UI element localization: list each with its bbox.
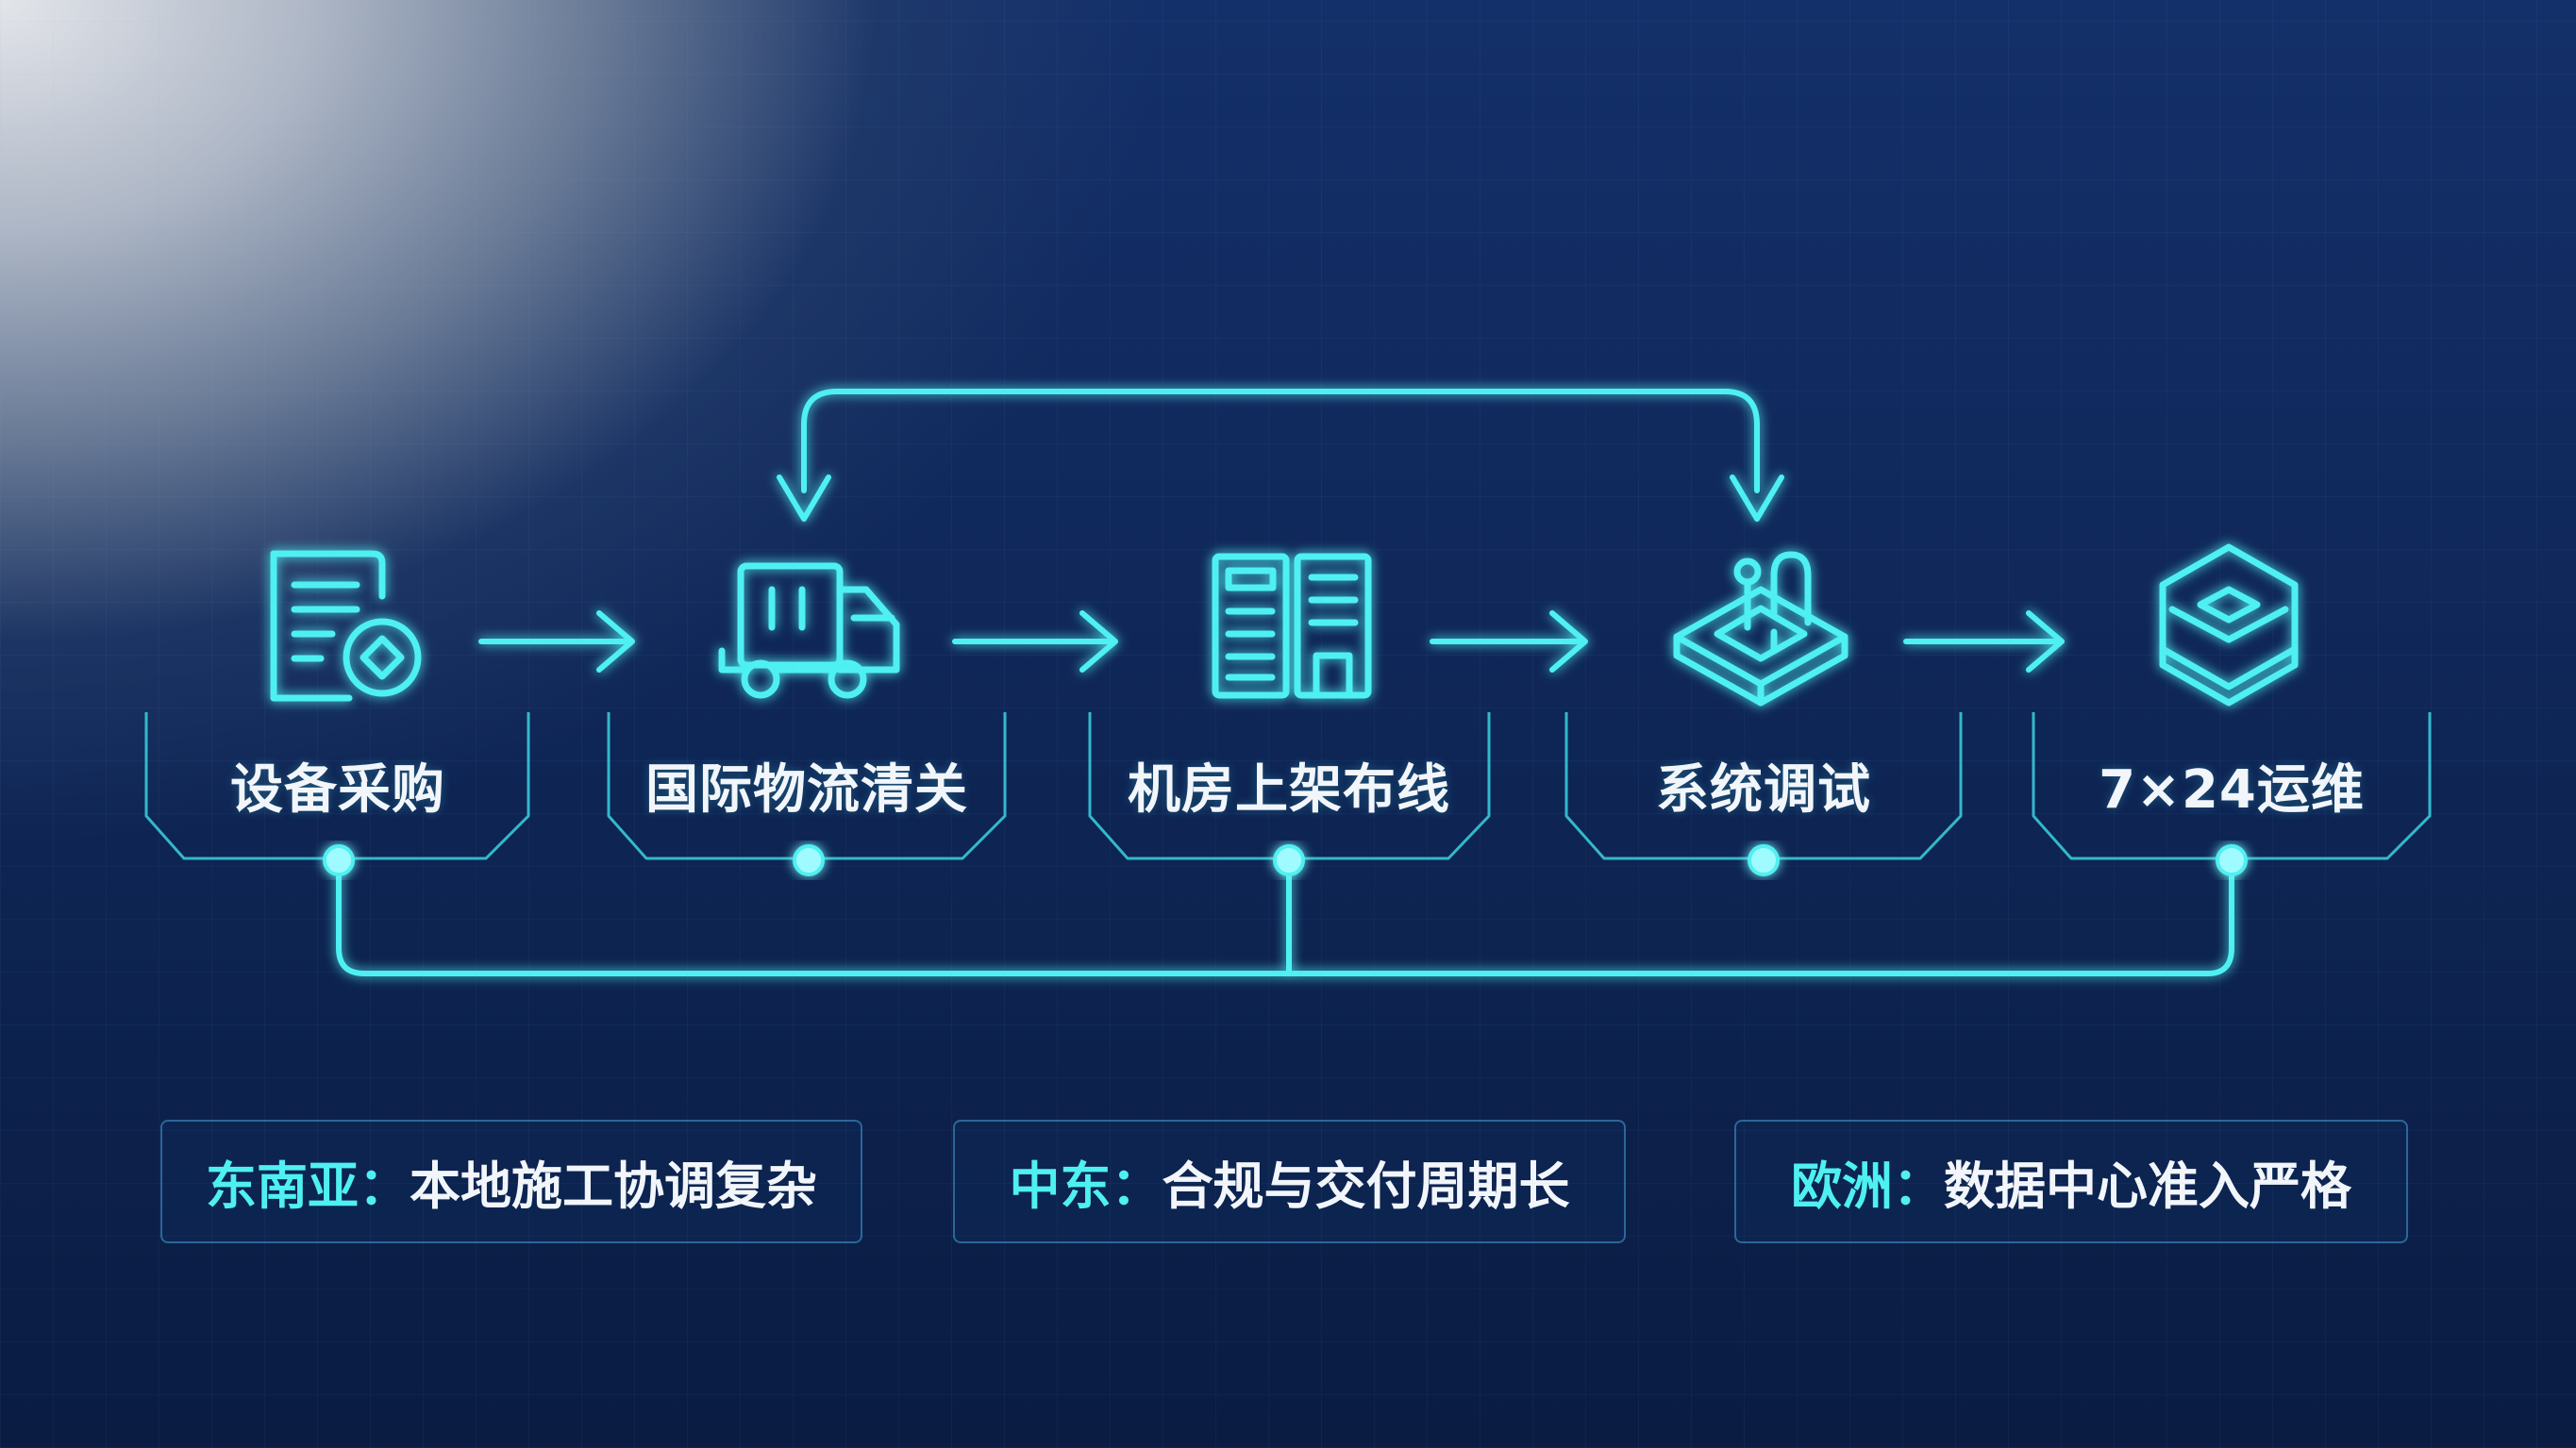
- challenge-box-europe: 欧洲：数据中心准入严格: [1734, 1120, 2408, 1243]
- step-label-5: 7×24运维: [2099, 759, 2365, 821]
- step-dot-2: [793, 844, 825, 876]
- operations-cube-icon: [2159, 543, 2299, 707]
- truck-icon: [718, 562, 900, 699]
- procurement-document-icon: [270, 550, 422, 702]
- challenge-box-southeast-asia: 东南亚：本地施工协调复杂: [160, 1120, 862, 1243]
- feedback-loop-arrow: [801, 389, 1760, 493]
- debug-joystick-icon: [1673, 551, 1848, 707]
- step-dot-4: [1748, 844, 1780, 876]
- flow-arrow-1: [478, 610, 635, 673]
- challenge-box-middle-east: 中东：合规与交付周期长: [953, 1120, 1626, 1243]
- bottom-connector-bus: [336, 857, 2234, 976]
- challenge-region: 欧洲: [1791, 1157, 1893, 1216]
- challenge-text: 数据中心准入严格: [1944, 1157, 2351, 1216]
- step-label-3: 机房上架布线: [1128, 759, 1450, 821]
- challenge-separator: ：: [1893, 1157, 1944, 1216]
- step-dot-5: [2216, 844, 2248, 876]
- step-dot-3: [1273, 844, 1305, 876]
- step-dot-1: [323, 844, 355, 876]
- feedback-arrowhead-left: [777, 474, 831, 522]
- step-label-1: 设备采购: [230, 759, 445, 821]
- challenge-text: 合规与交付周期长: [1162, 1157, 1570, 1216]
- step-label-2: 国际物流清关: [645, 759, 968, 821]
- step-label-4: 系统调试: [1656, 759, 1871, 821]
- challenge-separator: ：: [1111, 1157, 1163, 1216]
- challenge-separator: ：: [359, 1157, 410, 1216]
- feedback-arrowhead-right: [1730, 474, 1784, 522]
- challenge-region: 中东: [1009, 1157, 1112, 1216]
- flow-arrow-2: [952, 610, 1118, 673]
- flow-arrow-3: [1430, 610, 1588, 673]
- flow-arrow-4: [1903, 610, 2065, 673]
- challenge-region: 东南亚: [206, 1157, 359, 1216]
- server-rack-icon: [1212, 553, 1372, 699]
- challenge-text: 本地施工协调复杂: [410, 1157, 817, 1216]
